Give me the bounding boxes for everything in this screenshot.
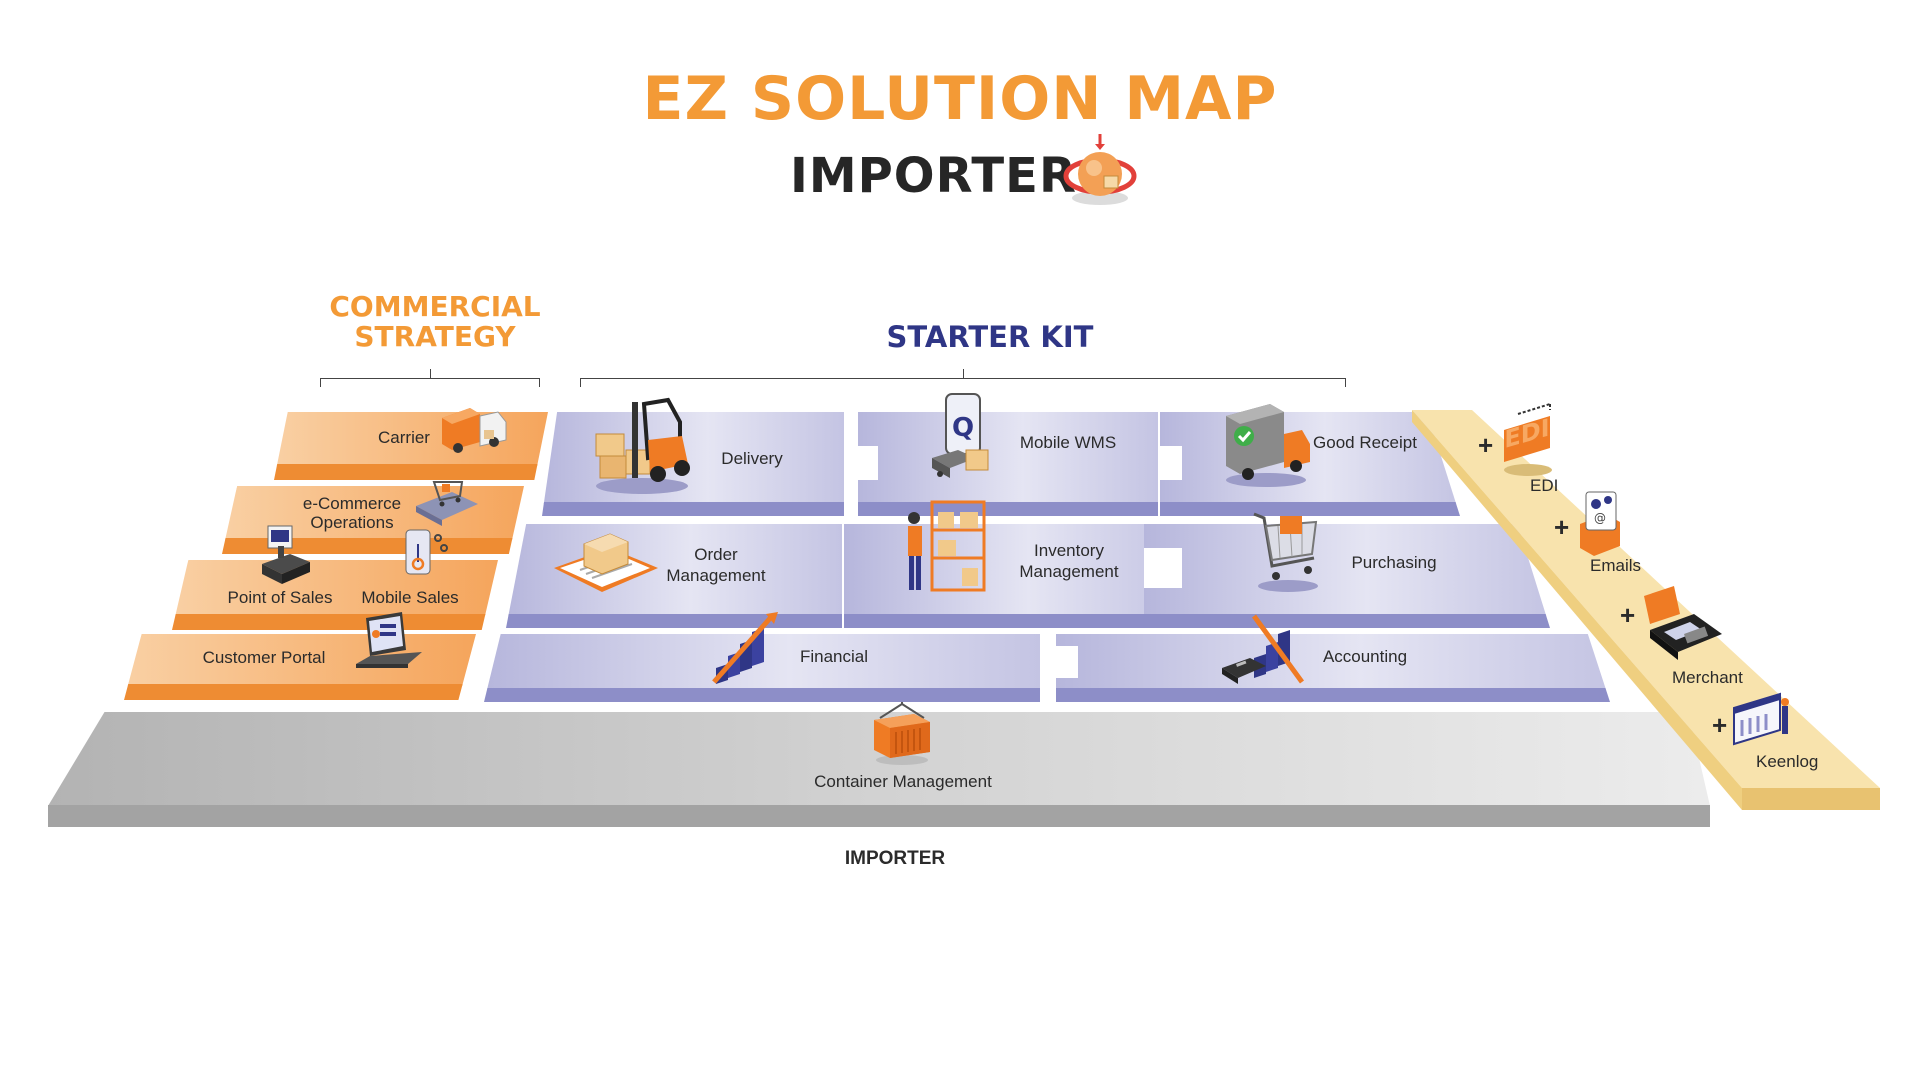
edi-label: EDI (1530, 476, 1559, 495)
calculator-icon (1220, 612, 1312, 688)
mobile-wms-label: Mobile WMS (1019, 433, 1117, 452)
page-title: EZ SOLUTION MAP (642, 64, 1278, 134)
emails-label: Emails (1590, 556, 1642, 575)
ecommerce-label: e-Commerce Operations (302, 494, 402, 532)
email-icon: @ (1576, 488, 1634, 560)
page-subtitle: IMPORTER (790, 148, 1077, 204)
container-management-label: Container Management (814, 772, 992, 791)
customer-portal-block[interactable]: Customer Portal (124, 634, 476, 700)
commercial-strategy-heading: COMMERCIAL STRATEGY (329, 290, 541, 353)
starter-kit-bracket (580, 369, 1346, 387)
card-terminal-icon (1640, 580, 1726, 666)
base-platform-side (48, 805, 1710, 827)
inventory-management-label: Inventory Management (1019, 541, 1119, 581)
financial-label: Financial (799, 647, 869, 666)
smartphone-icon: Q (928, 392, 1000, 484)
dashboard-icon (1730, 690, 1796, 754)
pos-terminal-icon (258, 524, 314, 588)
container-icon (868, 692, 936, 766)
mobile-sales-label: Mobile Sales (361, 588, 459, 607)
purchasing-label: Purchasing (1351, 553, 1437, 572)
delivery-block[interactable]: Delivery (542, 412, 844, 516)
carrier-block[interactable]: Carrier (274, 412, 548, 480)
inventory-management-block[interactable]: Inventory Management (844, 524, 1180, 628)
plus-emails: + (1554, 512, 1570, 542)
starter-kit-heading: STARTER KIT (886, 320, 1094, 354)
clipboard-box-icon (550, 522, 662, 602)
pos-mobile-block[interactable]: Point of Sales Mobile Sales (172, 560, 498, 630)
customer-portal-label: Customer Portal (202, 648, 326, 667)
plus-merchant: + (1620, 600, 1636, 630)
globe-icon (1062, 132, 1142, 212)
keenlog-label: Keenlog (1756, 752, 1819, 771)
shopping-cart-icon (412, 470, 482, 530)
accounting-label: Accounting (1322, 647, 1408, 666)
chart-stairs-icon (710, 612, 782, 688)
delivery-label: Delivery (721, 449, 783, 468)
trolley-icon (1250, 496, 1326, 596)
merchant-label: Merchant (1672, 668, 1743, 687)
accounting-block[interactable]: Accounting (1056, 634, 1610, 702)
plus-edi: + (1478, 430, 1494, 460)
mobile-phone-icon (402, 526, 452, 588)
commercial-bracket (320, 369, 540, 387)
truck-icon (440, 400, 510, 456)
laptop-icon (352, 612, 424, 678)
order-management-label: Order Management (666, 545, 766, 585)
plus-keenlog: + (1712, 710, 1728, 740)
footer-label: IMPORTER (844, 848, 946, 869)
carrier-label: Carrier (378, 428, 430, 447)
forklift-icon (586, 392, 696, 496)
purchasing-block[interactable]: Purchasing (1144, 524, 1550, 628)
warehouse-worker-icon (898, 498, 990, 598)
point-of-sales-label: Point of Sales (227, 588, 333, 607)
edi-icon: EDI (1498, 400, 1562, 484)
svg-text:Q: Q (952, 413, 974, 443)
good-receipt-block[interactable]: Good Receipt (1160, 412, 1460, 516)
good-receipt-label: Good Receipt (1313, 433, 1417, 452)
svg-text:@: @ (1594, 511, 1606, 525)
delivery-truck-icon (1222, 400, 1312, 490)
